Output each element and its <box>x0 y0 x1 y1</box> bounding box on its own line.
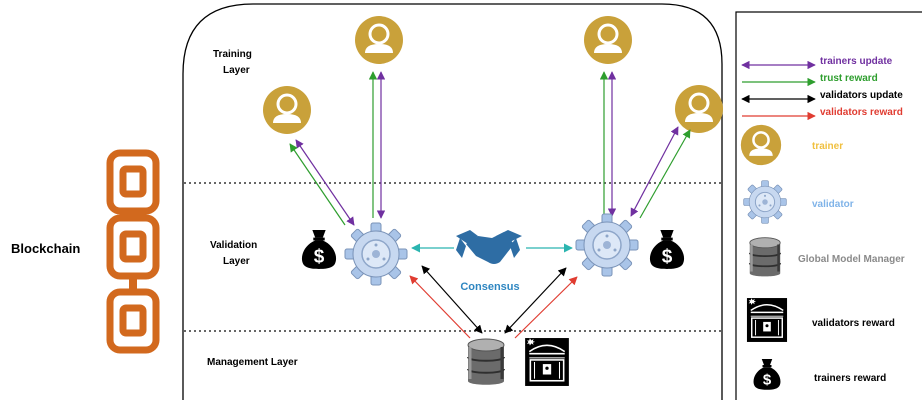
blockchain-label: Blockchain <box>11 241 80 256</box>
legend-treasure-chest-icon <box>746 297 788 343</box>
network-frame <box>182 3 723 400</box>
database-icon <box>466 337 506 387</box>
legend-label-validators-update: validators update <box>820 90 903 101</box>
legend-trainer-icon <box>740 124 782 166</box>
legend-label-validators-reward-icon: validators reward <box>812 318 895 329</box>
trainer-icon <box>262 85 312 135</box>
treasure-chest-icon <box>524 337 570 387</box>
management-layer-label: Management Layer <box>207 357 298 368</box>
training-layer-label-line2: Layer <box>223 65 250 76</box>
legend-label-trainers-reward: trainers reward <box>814 373 886 384</box>
handshake-icon <box>456 230 522 264</box>
validator-manager-arrows <box>409 265 578 339</box>
legend-label-validators-reward: validators reward <box>820 107 903 118</box>
legend-label-trust-reward: trust reward <box>820 73 878 84</box>
validation-layer-label-line2: Layer <box>223 256 250 267</box>
money-bag-icon <box>649 230 685 269</box>
trainer-icon <box>354 15 404 65</box>
validation-layer-label-line1: Validation <box>210 240 257 251</box>
legend-validator-icon <box>743 180 787 224</box>
validator-icon <box>344 222 408 286</box>
consensus-label: Consensus <box>460 281 519 293</box>
legend-label-validator: validator <box>812 199 854 210</box>
validator-icon <box>575 213 639 277</box>
training-layer-label-line1: Training <box>213 49 252 60</box>
blockchain-icon <box>106 149 160 354</box>
legend-arrows <box>741 60 816 121</box>
legend-label-trainers-update: trainers update <box>820 56 893 67</box>
legend-database-icon <box>748 236 782 278</box>
trainer-icon <box>674 84 724 134</box>
left-validator-trainer-arrows <box>289 71 386 226</box>
legend-label-trainer: trainer <box>812 141 843 152</box>
money-bag-icon <box>301 230 337 269</box>
trainer-icon <box>583 15 633 65</box>
right-validator-trainer-arrows <box>599 71 691 219</box>
legend-label-global-model-manager: Global Model Manager <box>798 254 905 265</box>
